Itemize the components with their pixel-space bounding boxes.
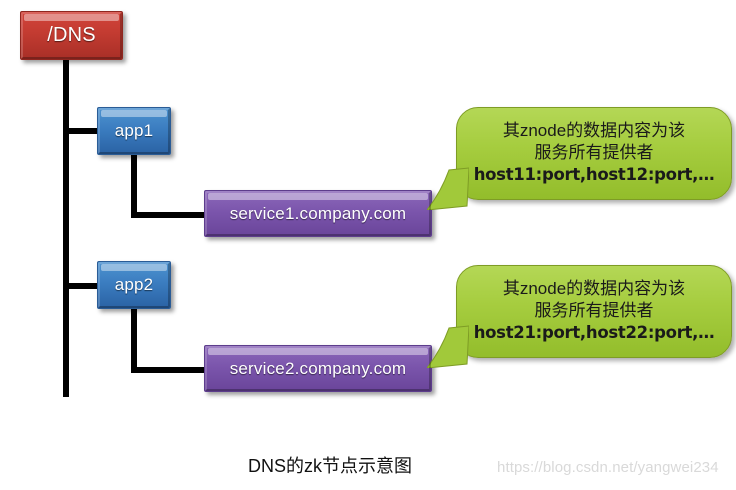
- node-app1[interactable]: app1: [97, 107, 171, 155]
- callout-service1-line2: 服务所有提供者: [534, 142, 654, 162]
- callout-service2-line1: 其znode的数据内容为该: [502, 279, 686, 299]
- callout-service2-line2: 服务所有提供者: [534, 300, 654, 320]
- callout-service2-tail-icon: [427, 325, 469, 368]
- node-app2-label: app2: [114, 275, 154, 294]
- node-service1[interactable]: service1.company.com: [204, 190, 432, 237]
- node-app1-label: app1: [114, 121, 154, 140]
- callout-service2: 其znode的数据内容为该 服务所有提供者 host21:port,host22…: [427, 265, 732, 368]
- node-root-dns-label: /DNS: [47, 24, 96, 46]
- node-service1-label: service1.company.com: [229, 203, 407, 223]
- callout-service1: 其znode的数据内容为该 服务所有提供者 host11:port,host12…: [427, 107, 732, 210]
- edge-app1-to-service1: [131, 155, 206, 218]
- node-service2[interactable]: service2.company.com: [204, 345, 432, 392]
- watermark-text: https://blog.csdn.net/yangwei234: [497, 459, 719, 476]
- node-service2-label: service2.company.com: [229, 358, 407, 378]
- callout-service1-line1: 其znode的数据内容为该: [502, 121, 686, 141]
- edge-app2-to-service2: [131, 309, 206, 373]
- callout-service2-line3: host21:port,host22:port,…: [473, 322, 715, 342]
- diagram-caption: DNS的zk节点示意图: [248, 456, 413, 476]
- callout-service1-tail-icon: [427, 167, 469, 210]
- node-app2[interactable]: app2: [97, 261, 171, 309]
- callout-service1-line3: host11:port,host12:port,…: [473, 164, 715, 184]
- node-root-dns[interactable]: /DNS: [20, 11, 123, 60]
